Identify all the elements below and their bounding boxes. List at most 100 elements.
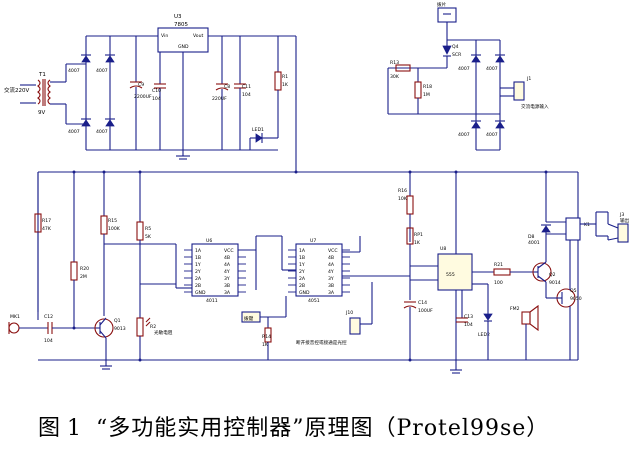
switch-label: 拨键 [244, 315, 254, 322]
q5-label: Q5 [570, 288, 577, 294]
resistor-r1: R1 1K [274, 36, 289, 138]
ic-pin-label: 1Y [299, 262, 305, 268]
r20-label: R20 [80, 266, 89, 272]
r18-label: R18 [423, 84, 432, 90]
j10-label: J10 [345, 310, 353, 316]
k1-label: K1 [584, 222, 590, 228]
r17-value: 47K [42, 226, 52, 232]
u3-label: U3 [174, 14, 182, 20]
switch-top-box [437, 7, 457, 23]
output-stage: Q2 9014 Q5 9050 FM2 D8 4001 K1 [510, 172, 630, 360]
r1-value: 1K [282, 82, 289, 88]
mic-mk1 [8, 322, 20, 334]
r16-label: R16 [398, 188, 407, 194]
led1-label: LED1 [252, 127, 264, 133]
ic-pin-label: 3B [224, 283, 230, 289]
q5-part: 9050 [570, 296, 582, 302]
r2-label: R2 [150, 324, 156, 330]
diode-label: 4007 [458, 66, 470, 72]
secondary-voltage: 9V [38, 110, 45, 116]
u8-label: U8 [440, 246, 446, 252]
ic-pin-label: 2A [195, 276, 202, 282]
c11-value: 104 [242, 92, 251, 98]
diode-label: 4007 [68, 129, 80, 135]
q1-label: Q1 [114, 318, 121, 324]
ic-pin-label: 4A [224, 262, 231, 268]
j1-description: 交流电源输入 [521, 103, 549, 110]
switch-jumper: 拨键 R14 1K J10 断开接音控或接通是光控 [241, 282, 373, 360]
ic-pin-label: 1B [299, 255, 305, 261]
led2-label: LED2 [478, 332, 490, 338]
diode-label: 4007 [96, 129, 108, 135]
r15-label: R15 [108, 218, 117, 224]
scr-section: 拨片 Q4 SCR R13 30K R18 1M [387, 1, 549, 151]
j1-label: J1 [526, 76, 531, 82]
r15-value: 100K [108, 226, 121, 232]
c8-value: 220UF [212, 96, 227, 102]
d8-part: 4001 [528, 240, 540, 246]
figure-caption: 图 1 “多功能实用控制器”原理图（Protel99se） [0, 402, 640, 442]
r21-label: R21 [494, 262, 503, 268]
j3-description: 输出 [620, 217, 630, 224]
c9-value: 2200UF [134, 94, 152, 100]
ic-pin-label: 1B [195, 255, 201, 261]
ic-pin-label: 4B [328, 255, 334, 261]
transistor-q2 [532, 262, 552, 282]
c12-value: 104 [44, 338, 53, 344]
rp1-value: 1K [414, 240, 421, 246]
r5-label: R5 [145, 226, 151, 232]
ic-pin-label: GND [299, 290, 310, 296]
transformer: T1 9V [37, 72, 51, 116]
ic-pin-label: 2Y [195, 269, 201, 275]
r17-label: R17 [42, 218, 51, 224]
ic-pin-label: 3A [224, 290, 231, 296]
ic-pin-label: GND [195, 290, 206, 296]
rp1-label: RP1 [414, 232, 423, 238]
c9-label: C9 [138, 82, 144, 88]
r2-description: 光敏电阻 [154, 329, 173, 336]
u6-part: 4011 [206, 298, 218, 304]
c10-value: 104 [152, 96, 161, 102]
ac-input-label: 交流220V [4, 86, 29, 94]
ic-pin-label: 4Y [224, 269, 230, 275]
u7-part: 4051 [308, 298, 320, 304]
regulator-u3: U3 7805 Vin Vout GND [157, 14, 209, 150]
u3-vout: Vout [193, 33, 204, 39]
ic-pin-label: 1A [299, 248, 306, 254]
bridge-rectifier-right: 4007 4007 4007 4007 [447, 39, 505, 151]
buzzer-fm2 [521, 311, 531, 325]
ic-pin-label: VCC [328, 248, 338, 254]
r18-value: 1M [423, 92, 430, 98]
bridge-rectifier-left: 4007 4007 4007 4007 [66, 35, 115, 151]
transformer-label: T1 [38, 72, 46, 78]
figure-title: “多功能实用控制器”原理图（Protel99se） [96, 416, 550, 441]
j10-connector [349, 317, 361, 335]
ic-pin-label: VCC [224, 248, 234, 254]
u3-part: 7805 [174, 22, 188, 28]
mk1-label: MK1 [10, 314, 20, 320]
timer-u8: R16 10K RP1 1K U8 555 C14 100UF C13 104 [398, 172, 534, 374]
q1-part: 9013 [114, 326, 126, 332]
q2-label: Q2 [549, 272, 556, 278]
ic-pin-label: 4B [224, 255, 230, 261]
ic-pin-label: 2Y [299, 269, 305, 275]
ic-pin-label: 1A [195, 248, 202, 254]
power-supply-section: 交流220V T1 9V [4, 14, 297, 172]
j3-connector [617, 223, 629, 243]
fm2-label: FM2 [510, 306, 520, 312]
led1: LED1 [249, 127, 278, 150]
d8-label: D8 [528, 234, 535, 240]
capacitor-c9: C9 2200UF [129, 36, 152, 150]
r20-value: 2M [80, 274, 87, 280]
u8-part: 555 [446, 272, 455, 278]
ic-pin-label: 3A [328, 290, 335, 296]
ic-pin-label: 4Y [328, 269, 334, 275]
c14-label: C14 [418, 300, 427, 306]
u7-label: U7 [310, 238, 316, 244]
c11-label: C11 [242, 84, 251, 90]
q2-part: 9014 [549, 280, 561, 286]
relay-k1-coil [565, 217, 581, 241]
j10-description: 断开接音控或接通是光控 [296, 339, 347, 346]
